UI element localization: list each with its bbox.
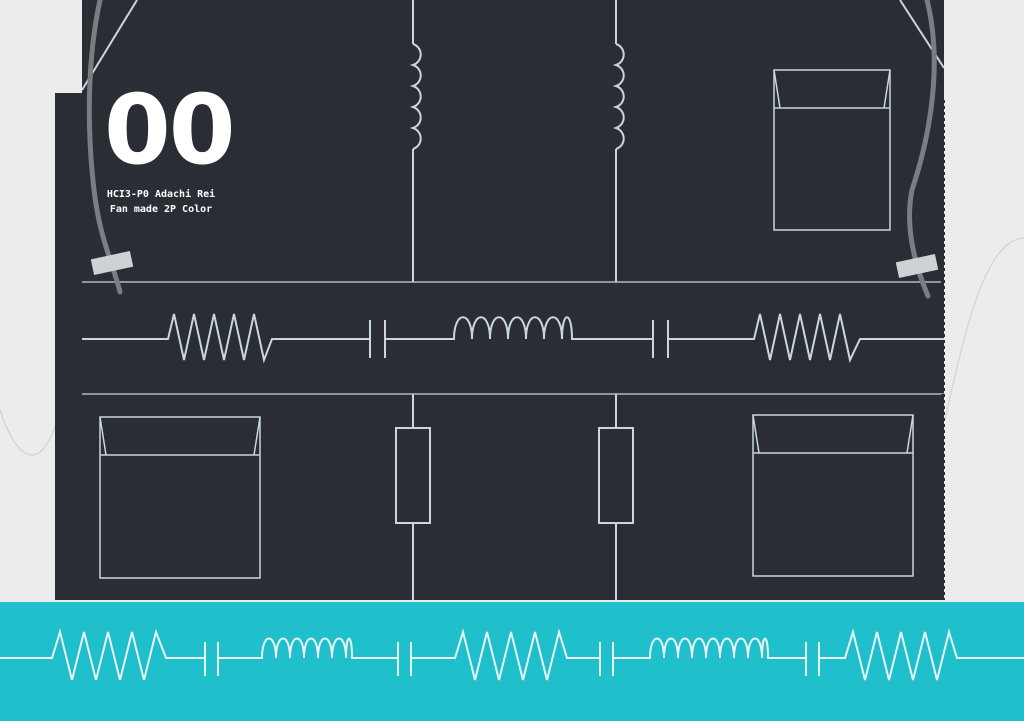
- box-resistor-icon: [598, 394, 634, 600]
- title-number: 00: [104, 74, 236, 186]
- resistor-icon: [0, 628, 205, 681]
- resistor-icon: [411, 628, 600, 681]
- circuit-diagram: [82, 0, 944, 600]
- perforated-edge: [941, 100, 945, 600]
- box-component: [773, 69, 891, 231]
- box-component: [99, 416, 261, 579]
- inductor-icon: [409, 0, 422, 282]
- cable-right: [895, 0, 939, 299]
- box-component: [752, 414, 914, 577]
- left-strip: [55, 93, 82, 600]
- resistor-icon: [82, 313, 370, 364]
- corner-line-right: [899, 0, 944, 69]
- cable-clip: [90, 251, 134, 275]
- resistor-icon: [668, 313, 944, 364]
- resistor-icon: [819, 628, 1024, 681]
- series-circuit: [82, 313, 944, 364]
- cable-left: [86, 0, 134, 295]
- credit-line-2: Fan made 2P Color: [109, 204, 213, 215]
- credit-line-1: HCI3-P0 Adachi Rei: [106, 189, 216, 200]
- circuit-panel: [82, 0, 944, 600]
- inductor-icon: [613, 637, 806, 659]
- cable-clip: [895, 254, 939, 278]
- bottom-circuit-bar: [0, 602, 1024, 721]
- box-resistor-icon: [395, 394, 431, 600]
- credit-text: HCI3-P0 Adachi Rei Fan made 2P Color: [98, 187, 224, 217]
- inductor-icon: [612, 0, 625, 282]
- bottom-circuit: [0, 628, 1024, 681]
- inductor-icon: [218, 637, 398, 659]
- inductor-icon: [385, 316, 653, 340]
